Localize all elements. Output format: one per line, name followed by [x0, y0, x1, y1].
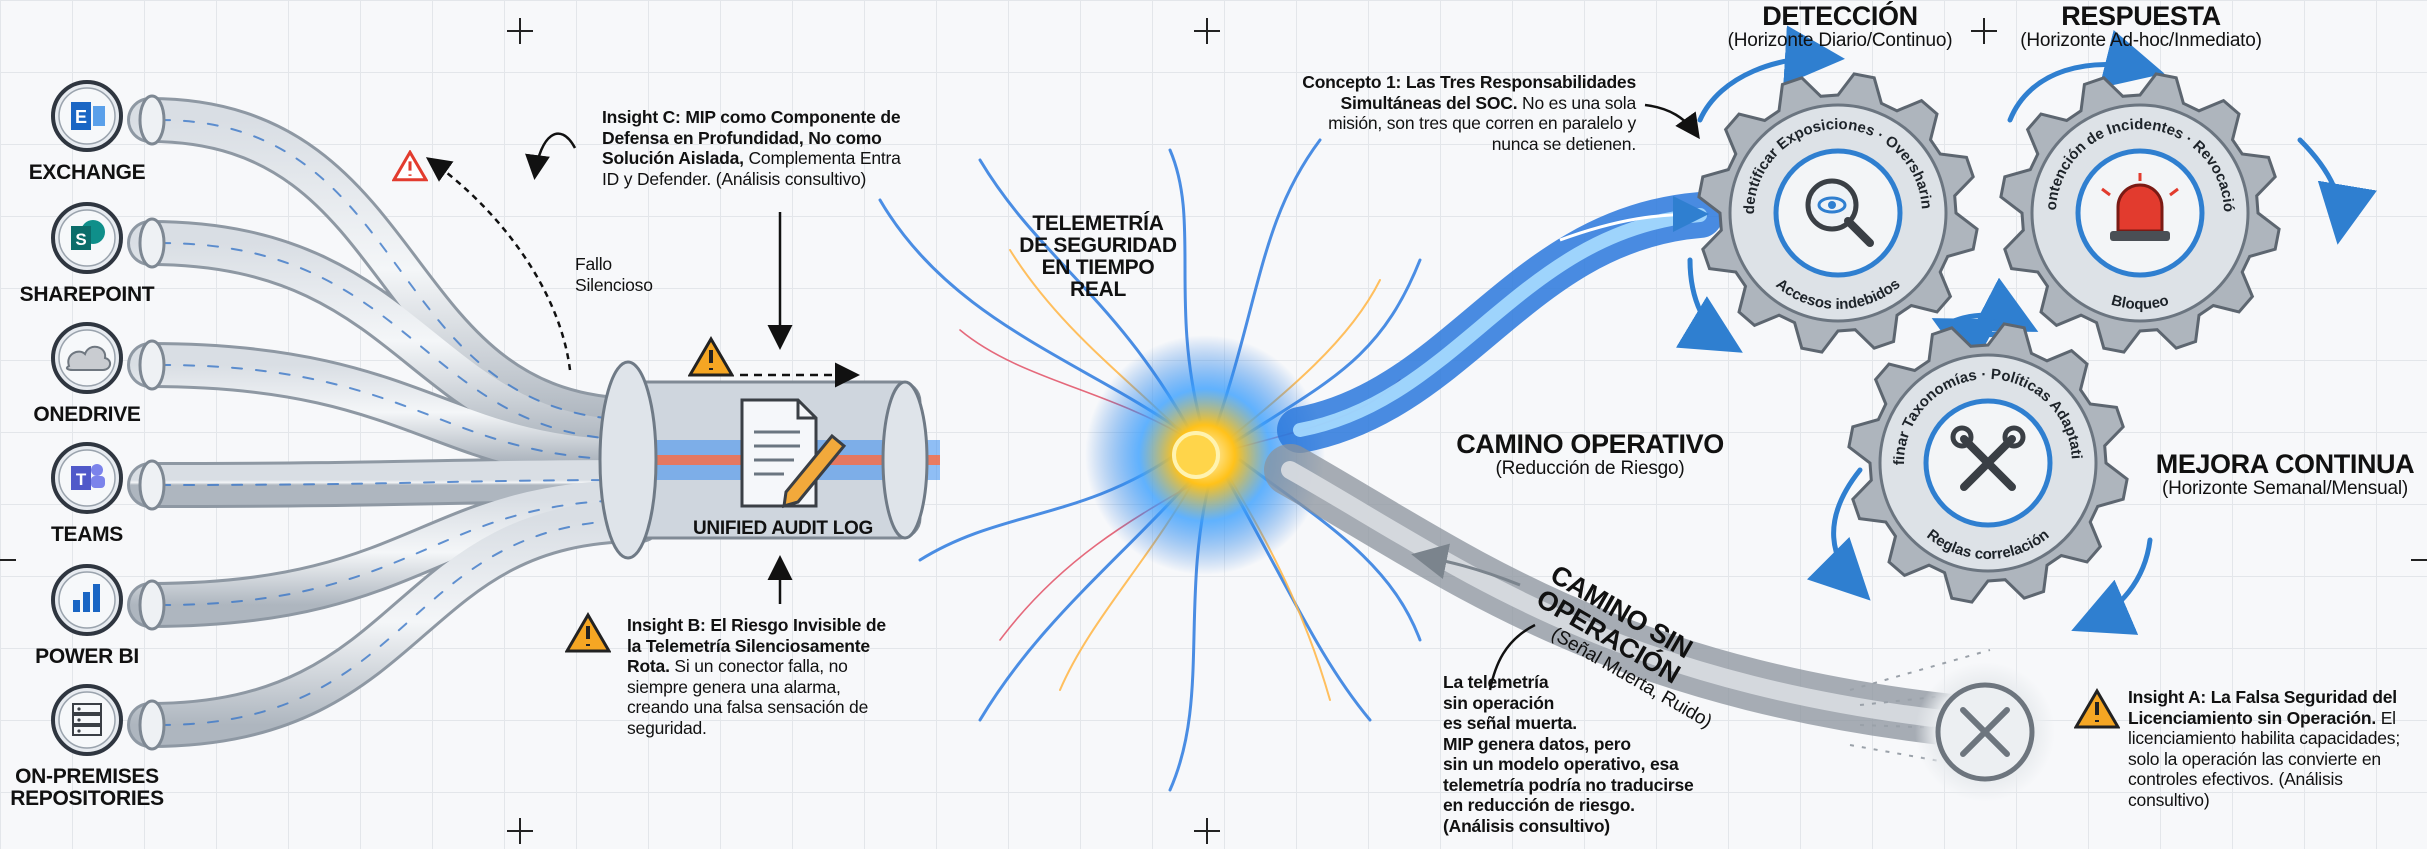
warning-icon-insight-b: [565, 612, 611, 654]
insight-b-note: Insight B: El Riesgo Invisible de la Tel…: [627, 615, 899, 738]
source-label: ONEDRIVE: [0, 404, 182, 426]
source-label: SHAREPOINT: [0, 284, 182, 306]
source-label: ON-PREMISES REPOSITORIES: [0, 766, 182, 810]
source-label: TEAMS: [0, 524, 182, 546]
dead-end-icon: [1915, 662, 2055, 802]
mejora-heading: MEJORA CONTINUA (Horizonte Semanal/Mensu…: [2150, 450, 2420, 500]
telemetria-muerta-note: La telemetría sin operación es señal mue…: [1443, 672, 1719, 836]
respuesta-heading: RESPUESTA (Horizonte Ad-hoc/Inmediato): [1996, 2, 2286, 52]
respuesta-title: RESPUESTA: [1996, 2, 2286, 30]
deteccion-heading: DETECCIÓN (Horizonte Diario/Continuo): [1705, 2, 1975, 52]
warning-icon-insight-a: [2074, 688, 2120, 730]
svg-text:S: S: [75, 230, 86, 249]
source-label: POWER BI: [0, 646, 182, 668]
fallo-silencioso-label: Fallo Silencioso: [575, 254, 695, 295]
exchange-icon: E: [47, 76, 127, 156]
warning-icon-audit: [688, 336, 734, 378]
insight-c-note: Insight C: MIP como Componente de Defens…: [602, 107, 914, 189]
onedrive-icon: [47, 318, 127, 398]
power-bi-icon: [47, 560, 127, 640]
respuesta-horizon: (Horizonte Ad-hoc/Inmediato): [1996, 30, 2286, 52]
insight-a-note: Insight A: La Falsa Seguridad del Licenc…: [2128, 687, 2418, 810]
camino-operativo-label: CAMINO OPERATIVO (Reducción de Riesgo): [1455, 430, 1725, 480]
mejora-title: MEJORA CONTINUA: [2150, 450, 2420, 478]
deteccion-title: DETECCIÓN: [1705, 2, 1975, 30]
source-label: EXCHANGE: [0, 162, 182, 184]
server-icon: [47, 680, 127, 760]
teams-icon: T: [47, 438, 127, 518]
camino-operativo-title: CAMINO OPERATIVO: [1455, 430, 1725, 458]
warning-icon-fallo: [392, 150, 428, 182]
concepto-1-note: Concepto 1: Las Tres Responsabilidades S…: [1300, 72, 1636, 154]
telemetria-label: TELEMETRÍA DE SEGURIDAD EN TIEMPO REAL: [1018, 213, 1178, 301]
sharepoint-icon: S: [47, 198, 127, 278]
camino-operativo-subtitle: (Reducción de Riesgo): [1455, 458, 1725, 480]
deteccion-horizon: (Horizonte Diario/Continuo): [1705, 30, 1975, 52]
audit-log-label: UNIFIED AUDIT LOG: [688, 518, 878, 540]
mejora-horizon: (Horizonte Semanal/Mensual): [2150, 478, 2420, 500]
svg-text:T: T: [76, 470, 87, 489]
camino-operativo-stream: [1300, 214, 1700, 430]
svg-text:E: E: [75, 107, 87, 127]
